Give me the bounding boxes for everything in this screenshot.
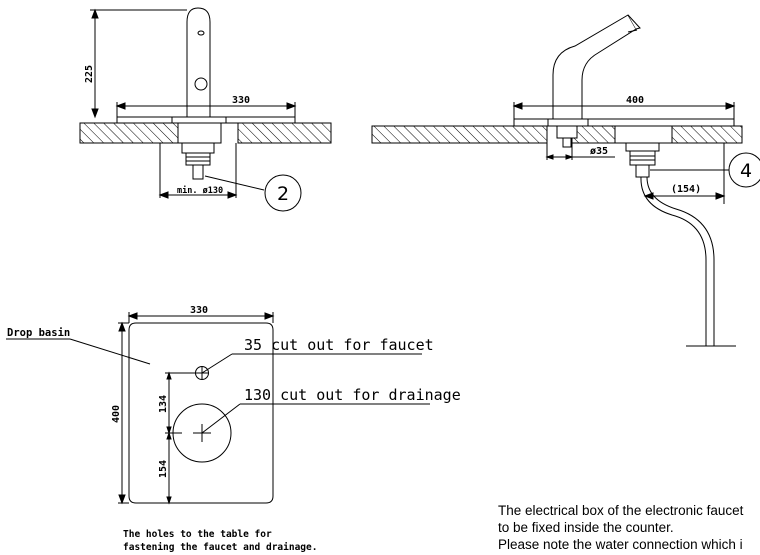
note-line-2: to be fixed inside the counter. — [498, 520, 674, 535]
top-label-faucet-hole: 35 cut out for faucet — [244, 336, 434, 354]
side-counter-right — [671, 125, 743, 144]
top-view — [6, 312, 430, 505]
top-offset-dim-1: 134 — [158, 395, 169, 413]
side-length-dim: (154) — [671, 184, 701, 195]
front-sensor — [194, 77, 208, 91]
side-counter-mid — [571, 125, 616, 144]
side-view — [371, 14, 760, 347]
side-width-dim: 400 — [626, 95, 644, 106]
top-label-basin: Drop basin — [7, 327, 70, 339]
side-basin-rim — [513, 118, 735, 127]
side-faucet-spout — [552, 14, 637, 120]
top-caption-line-1: The holes to the table for — [123, 529, 272, 540]
front-counter — [79, 122, 179, 144]
top-height-dim: 400 — [111, 405, 122, 423]
side-callout-number: 4 — [740, 160, 752, 182]
note-line-1: The electrical box of the electronic fau… — [498, 503, 744, 518]
note-line-3: Please note the water connection which i — [498, 537, 743, 552]
front-width-dim: 330 — [232, 95, 250, 106]
front-height-dim: 225 — [84, 65, 95, 83]
front-faucet-body — [186, 7, 211, 118]
side-callout-circle — [728, 152, 760, 188]
installation-note: The electrical box of the electronic fau… — [498, 502, 760, 553]
front-callout-circle — [264, 174, 302, 212]
top-offset-dim-2: 154 — [158, 460, 169, 478]
top-width-dim: 330 — [190, 305, 208, 316]
side-hose — [640, 176, 707, 346]
top-basin-outline — [128, 322, 274, 504]
top-label-drain-hole: 130 cut out for drainage — [244, 386, 461, 404]
side-hole-dim: ø35 — [590, 146, 608, 157]
side-counter-left — [371, 125, 548, 144]
front-callout-number: 2 — [277, 183, 289, 205]
top-caption-line-2: fastening the faucet and drainage. — [123, 542, 317, 553]
front-counter-right — [237, 122, 332, 144]
front-view — [79, 7, 332, 212]
front-hole-dim: min. ø130 — [177, 185, 223, 196]
